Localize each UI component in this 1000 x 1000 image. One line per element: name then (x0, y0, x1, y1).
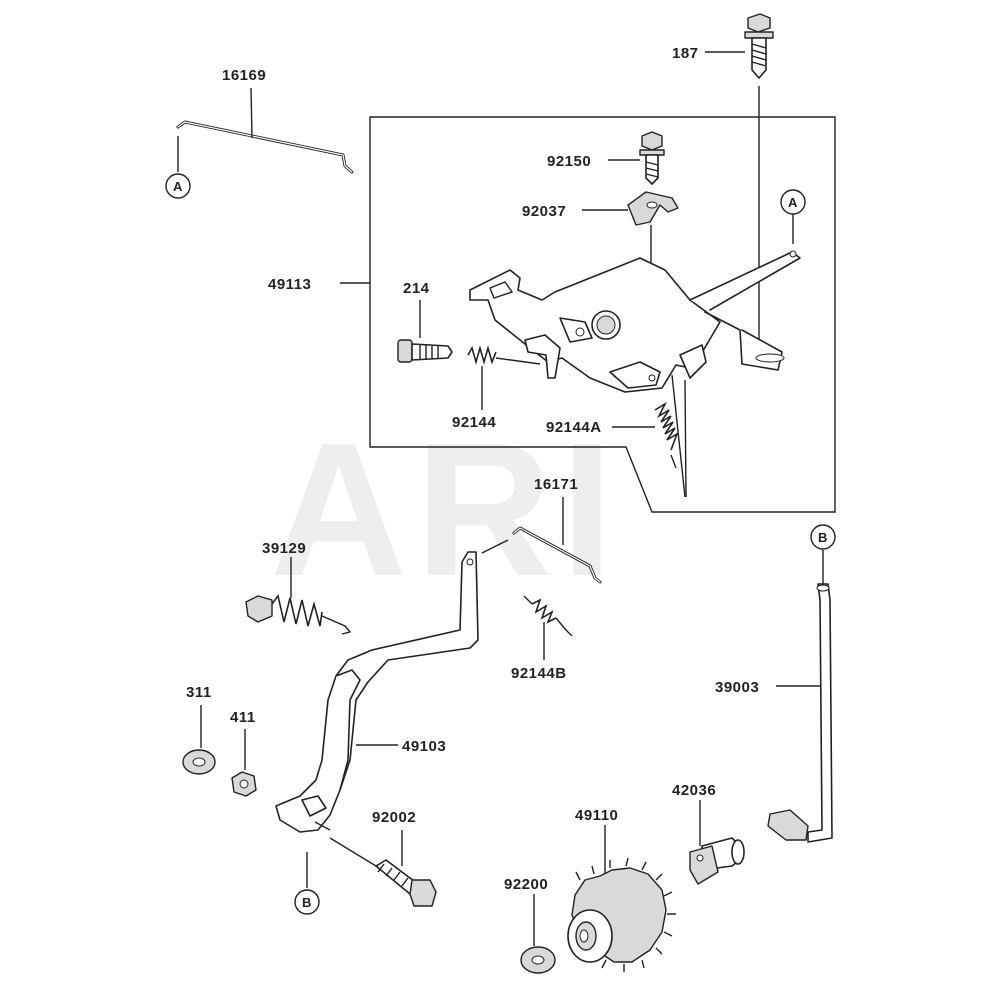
part-92144b-spring (523, 595, 573, 637)
svg-text:B: B (302, 895, 311, 910)
label-16169: 16169 (222, 67, 266, 84)
ref-a-left: A (165, 173, 191, 199)
part-92144a-spring (654, 401, 679, 469)
watermark: ARI (270, 404, 621, 616)
part-187-bolt (744, 13, 774, 79)
part-49103-lever (275, 551, 479, 833)
svg-text:B: B (818, 530, 827, 545)
part-214-screw (397, 339, 453, 363)
label-311: 311 (186, 684, 212, 701)
label-92037: 92037 (522, 203, 566, 220)
label-92144: 92144 (452, 414, 496, 431)
part-92037-clamp (627, 191, 679, 226)
ref-a-right: A (780, 189, 806, 215)
part-92002-bolt (375, 859, 437, 907)
part-42036-shaft (689, 837, 745, 885)
ref-b-bottom: B (294, 889, 320, 915)
svg-text:A: A (173, 179, 183, 194)
part-49110-gear (567, 857, 676, 972)
label-49110: 49110 (575, 807, 618, 824)
svg-text:A: A (788, 195, 798, 210)
label-39129: 39129 (262, 540, 306, 557)
part-16171-rod (512, 526, 602, 584)
label-92144b: 92144B (511, 665, 567, 682)
label-39003: 39003 (715, 679, 759, 696)
part-16169-rod (176, 120, 354, 174)
label-92200: 92200 (504, 876, 548, 893)
label-187: 187 (672, 45, 699, 62)
ref-b-top: B (810, 524, 836, 550)
label-42036: 42036 (672, 782, 716, 799)
label-92002: 92002 (372, 809, 416, 826)
label-49103: 49103 (402, 738, 446, 755)
part-39129-spring (245, 594, 352, 635)
assembly-box (369, 116, 836, 513)
part-39003-rod (767, 583, 833, 843)
part-411-nut (231, 771, 257, 797)
label-16171: 16171 (534, 476, 578, 493)
label-92144a: 92144A (546, 419, 602, 436)
label-49113: 49113 (268, 276, 311, 293)
label-411: 411 (230, 709, 256, 726)
label-92150: 92150 (547, 153, 591, 170)
part-92144-spring (467, 345, 541, 365)
part-49113-plate (469, 250, 801, 393)
part-311-washer (182, 749, 216, 775)
part-92150-bolt (639, 131, 665, 185)
part-92200-washer (520, 946, 556, 974)
label-214: 214 (403, 280, 430, 297)
